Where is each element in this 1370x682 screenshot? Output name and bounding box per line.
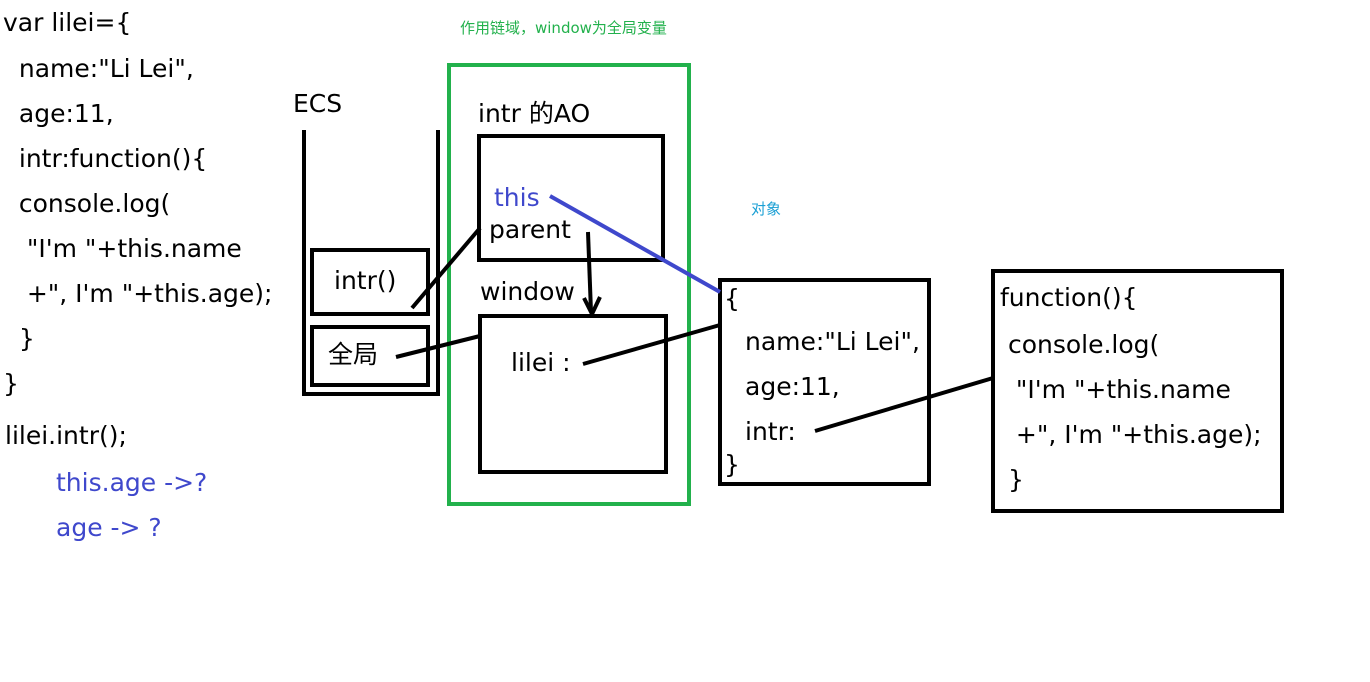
object-prop-line: name:"Li Lei", (745, 327, 920, 356)
link-this-to-object (549, 194, 721, 294)
ecs-stack-outline (302, 130, 440, 396)
ecs-label: ECS (293, 89, 343, 118)
link-parent-to-window (586, 231, 593, 313)
scope-chain-box (447, 63, 691, 506)
object-note: 对象 (751, 200, 782, 218)
link-parent-arrow-head-2 (590, 296, 602, 315)
link-intr-frame-to-ao (410, 226, 482, 310)
question-age: age -> ? (56, 513, 162, 542)
function-box (991, 269, 1284, 513)
scope-chain-note: 作用链域，window为全局变量 (460, 19, 667, 37)
code-line: "I'm "+this.name (3, 234, 242, 263)
ao-parent-label: parent (489, 215, 571, 244)
link-parent-arrow-head (582, 297, 594, 315)
object-open-brace: { (724, 284, 740, 313)
window-box (478, 314, 668, 474)
question-this-age: this.age ->? (56, 468, 208, 497)
call-statement: lilei.intr(); (5, 421, 127, 450)
ao-box (477, 134, 665, 262)
object-box (718, 278, 931, 486)
ecs-frame-intr (310, 248, 430, 316)
code-line: } (3, 324, 35, 353)
link-lilei-to-object (582, 323, 721, 366)
link-global-frame-to-window (395, 334, 481, 359)
code-line: age:11, (3, 99, 114, 128)
code-line: intr:function(){ (3, 144, 208, 173)
window-title: window (480, 277, 575, 306)
code-line: console.log( (3, 189, 171, 218)
code-line: +", I'm "+this.age); (3, 279, 273, 308)
function-line: "I'm "+this.name (1000, 375, 1231, 404)
code-line: var lilei={ (3, 8, 132, 37)
ecs-frame-intr-label: intr() (334, 266, 397, 295)
code-line: name:"Li Lei", (3, 54, 194, 83)
ecs-frame-global-label: 全局 (328, 340, 379, 369)
code-line: } (3, 369, 19, 398)
ao-this-label: this (494, 183, 540, 212)
function-line: +", I'm "+this.age); (1000, 420, 1262, 449)
function-line: console.log( (1000, 330, 1160, 359)
ecs-frame-global (310, 325, 430, 387)
object-close-brace: } (724, 450, 740, 479)
ao-title: intr 的AO (478, 99, 591, 128)
link-intr-to-function (814, 376, 994, 433)
function-line: function(){ (1000, 283, 1138, 312)
window-entry-lilei: lilei : (511, 348, 571, 377)
function-line: } (1000, 465, 1024, 494)
object-prop-line: intr: (745, 417, 796, 446)
object-prop-line: age:11, (745, 372, 840, 401)
